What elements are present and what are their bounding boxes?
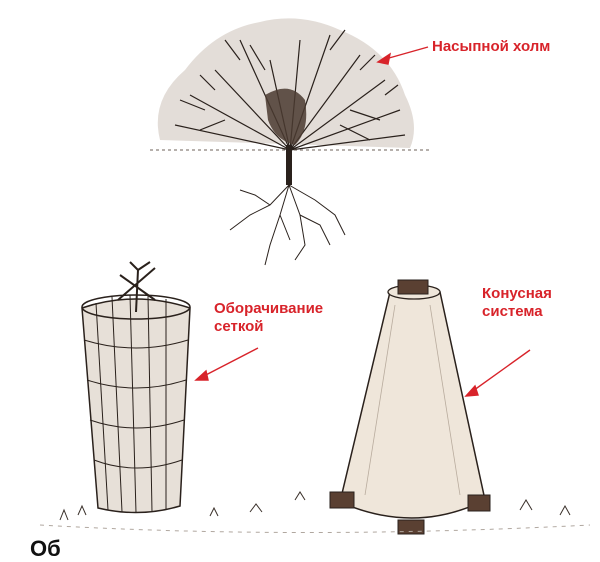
cut-off-caption: Об <box>30 536 61 561</box>
bush-center-dark <box>265 88 307 145</box>
cylinder-body <box>81 298 191 514</box>
label-mesh-line1: Оборачивание <box>214 300 324 317</box>
mound-silhouette <box>157 18 414 148</box>
label-cone-line1: Конусная <box>482 285 552 302</box>
cone-top-brick <box>397 279 429 295</box>
cone-shading <box>364 304 461 496</box>
label-mesh-wrapping: Оборачивание сеткой <box>214 300 323 336</box>
label-cone-system: Конусная система <box>482 285 552 321</box>
mesh-horizontals <box>83 339 189 469</box>
ground-marks <box>39 491 591 533</box>
tied-branches <box>117 261 156 313</box>
arrow-mesh <box>194 347 259 381</box>
cone-brick-left <box>329 491 355 509</box>
label-mound: Насыпной холм <box>432 38 551 55</box>
mesh-cylinder <box>81 261 191 514</box>
stem <box>286 145 292 185</box>
illustration-canvas <box>39 18 591 535</box>
cone-brick-center <box>397 519 425 535</box>
arrow-cone <box>464 349 531 397</box>
cone-body <box>339 288 486 519</box>
cone-cover <box>329 279 491 535</box>
mesh-verticals <box>95 294 167 514</box>
roots <box>229 184 346 266</box>
mounded-bush <box>150 18 430 266</box>
cone-brick-right <box>467 494 491 512</box>
label-mesh-line2: сеткой <box>214 318 264 335</box>
label-cone-line2: система <box>482 303 543 320</box>
arrow-mound <box>376 46 429 65</box>
